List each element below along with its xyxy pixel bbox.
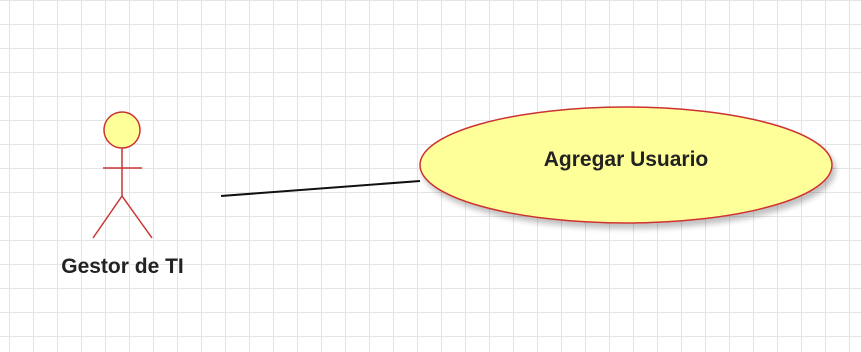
association-line[interactable] — [220, 180, 421, 197]
actor-left-leg — [92, 195, 123, 239]
use-case-label: Agregar Usuario — [543, 148, 709, 171]
actor-right-leg — [121, 195, 153, 239]
actor-head — [103, 111, 141, 149]
use-case-ellipse[interactable] — [419, 106, 833, 224]
actor-label: Gestor de TI — [61, 255, 184, 278]
stick-figure-actor-icon[interactable] — [92, 111, 153, 239]
